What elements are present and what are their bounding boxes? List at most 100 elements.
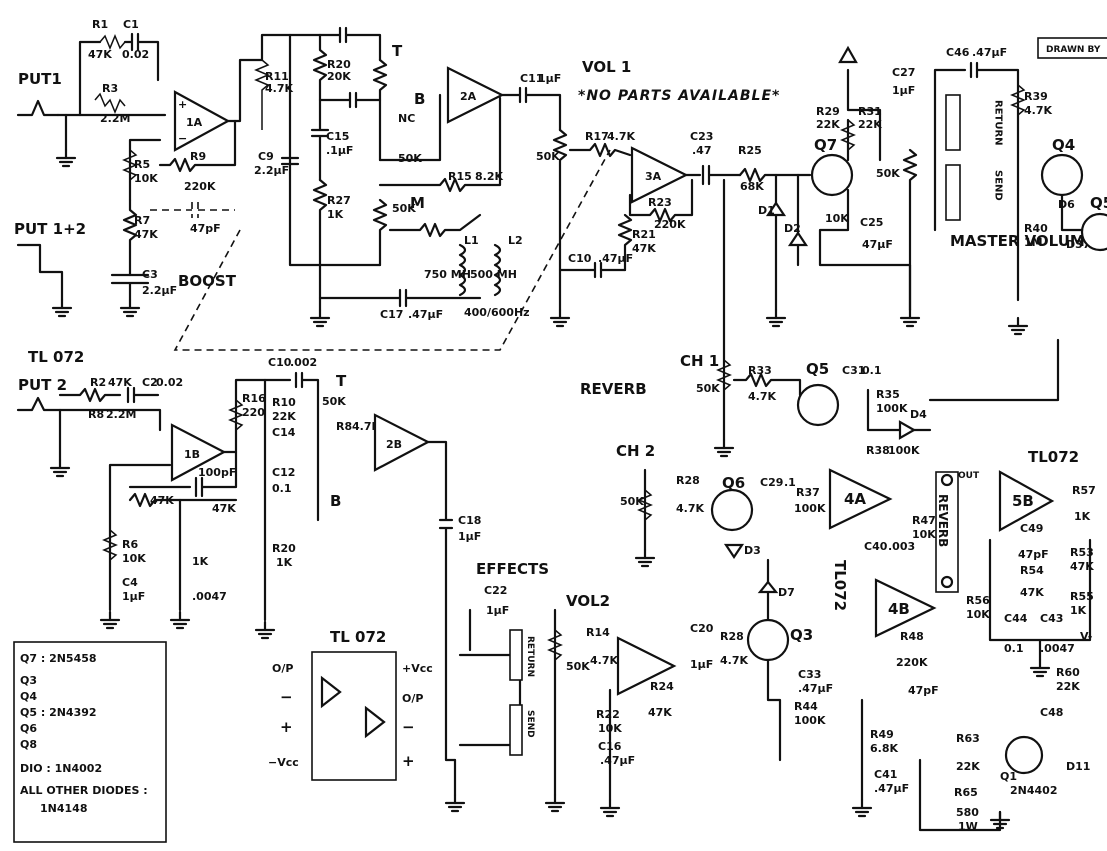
r10-label: R10 bbox=[272, 396, 296, 409]
r37-label: R37 bbox=[796, 486, 820, 499]
c31-label: C31 bbox=[842, 364, 865, 377]
pot-50k-t2: 50K bbox=[322, 395, 346, 408]
c4-label: C4 bbox=[122, 576, 138, 589]
q3-transistor bbox=[746, 618, 790, 662]
vol1-label: VOL 1 bbox=[582, 58, 631, 76]
r48-label: R48 bbox=[900, 630, 924, 643]
r8-value: 2.2M bbox=[106, 408, 136, 421]
c41-label: C41 bbox=[874, 768, 897, 781]
opamp-1a-label: 1A bbox=[186, 116, 203, 129]
pot-50k-m: 50K bbox=[392, 202, 416, 215]
r57-value: 1K bbox=[1074, 510, 1091, 523]
send1-label: SEND bbox=[993, 170, 1004, 201]
q5-label: Q5 bbox=[806, 360, 829, 378]
pin-plus2: + bbox=[402, 752, 415, 770]
c11-value: 1µF bbox=[538, 72, 561, 85]
input12-label: PUT 1+2 bbox=[14, 220, 86, 238]
r24-label: R24 bbox=[650, 680, 674, 693]
c9-label: C9 bbox=[258, 150, 274, 163]
reverb-label: REVERB bbox=[580, 380, 647, 398]
c40-label: C40 bbox=[864, 540, 888, 553]
c46-value: .47µF bbox=[972, 46, 1007, 59]
q6-transistor bbox=[710, 488, 754, 532]
pin-vcc-pos: +Vcc bbox=[402, 662, 433, 675]
r31-value: 22K bbox=[858, 118, 882, 131]
reverb-tank bbox=[935, 471, 959, 593]
pin-op2: O/P bbox=[402, 692, 423, 705]
c15-value: .1µF bbox=[326, 144, 353, 157]
r60-label: R60 bbox=[1056, 666, 1080, 679]
r60-value: 22K bbox=[1056, 680, 1080, 693]
tone-b2-label: B bbox=[330, 492, 341, 510]
r28b-label: R28 bbox=[720, 630, 744, 643]
master-label: MASTER VOLUME bbox=[950, 232, 1095, 250]
q5r-label: Q5 bbox=[1090, 194, 1107, 212]
c33-label: C33 bbox=[798, 668, 821, 681]
pin-op: O/P bbox=[272, 662, 293, 675]
ch2-label: CH 2 bbox=[616, 442, 655, 460]
r3-label: R3 bbox=[102, 82, 118, 95]
c3-value: 2.2µF bbox=[142, 284, 177, 297]
r23-value: 220K bbox=[654, 218, 686, 231]
r40-label: R40 bbox=[1024, 222, 1048, 235]
r20-value: 20K bbox=[327, 70, 351, 83]
parts-list: Q7 : 2N5458 Q3 Q4 Q5 : 2N4392 Q6 Q8 DIO … bbox=[20, 652, 148, 815]
master-pot-value: 50K bbox=[876, 167, 900, 180]
r54-value: 47K bbox=[1020, 586, 1044, 599]
parts-line: Q3 bbox=[20, 674, 37, 687]
svg-text:−: − bbox=[178, 132, 187, 145]
opamp-4a bbox=[828, 468, 893, 530]
input2-label: PUT 2 bbox=[18, 376, 67, 394]
parts-line: Q8 bbox=[20, 738, 37, 751]
parts-line: Q7 : 2N5458 bbox=[20, 652, 97, 665]
r39-label: R39 bbox=[1024, 90, 1048, 103]
return2-label: RETURN bbox=[525, 636, 535, 677]
r29-value: 22K bbox=[816, 118, 840, 131]
c3-label: C3 bbox=[142, 268, 158, 281]
c11-label: C11 bbox=[520, 72, 543, 85]
c25-value: 47µF bbox=[862, 238, 893, 251]
nc-label: NC bbox=[398, 112, 415, 125]
c44-value: 0.1 bbox=[1004, 642, 1024, 655]
r56-label: R56 bbox=[966, 594, 990, 607]
q5r-transistor bbox=[1080, 212, 1107, 252]
opamp-1a bbox=[173, 90, 231, 152]
l1-label: L1 bbox=[464, 234, 479, 247]
r57-label: R57 bbox=[1072, 484, 1096, 497]
r15-label: R15 bbox=[448, 170, 472, 183]
ch1-pot-value: 50K bbox=[696, 382, 720, 395]
vol1-pot-value: 50K bbox=[536, 150, 560, 163]
reverb-tank-label: REVERB bbox=[936, 494, 950, 547]
r28-value: 4.7K bbox=[676, 502, 704, 515]
r1-value: 47K bbox=[88, 48, 112, 61]
c15-label: C15 bbox=[326, 130, 349, 143]
r20b-value: 1K bbox=[276, 556, 293, 569]
c1-value: 0.02 bbox=[122, 48, 149, 61]
q5-transistor bbox=[796, 383, 840, 427]
c23-label: C23 bbox=[690, 130, 713, 143]
vol2-pot-value: 50K bbox=[566, 660, 590, 673]
opamp-4a-label: 4A bbox=[844, 490, 866, 508]
tl072-right-label: TL072 bbox=[1028, 448, 1079, 466]
pot-50k-a: 50K bbox=[398, 152, 422, 165]
c1-label: C1 bbox=[123, 18, 139, 31]
parts-line: DIO : 1N4002 bbox=[20, 762, 102, 775]
r33-value: 4.7K bbox=[748, 390, 776, 403]
c46-label: C46 bbox=[946, 46, 970, 59]
c9-value: 2.2µF bbox=[254, 164, 289, 177]
r54-label: R54 bbox=[1020, 564, 1044, 577]
d7-label: D7 bbox=[778, 586, 795, 599]
c16-value: .47µF bbox=[600, 754, 635, 767]
d2-label: D2 bbox=[784, 222, 801, 235]
c20-label: C20 bbox=[690, 622, 714, 635]
r6-label: R6 bbox=[122, 538, 138, 551]
c40-value: .003 bbox=[888, 540, 915, 553]
c2-value: 0.02 bbox=[156, 376, 183, 389]
r11-label: R11 bbox=[265, 70, 289, 83]
c43-value: .0047 bbox=[1040, 642, 1075, 655]
r3-value: 2.2M bbox=[100, 112, 130, 125]
r2-value: 47K bbox=[108, 376, 132, 389]
return1-label: RETURN bbox=[993, 100, 1004, 146]
c20-value: 1µF bbox=[690, 658, 713, 671]
c10b-value: .002 bbox=[290, 356, 317, 369]
